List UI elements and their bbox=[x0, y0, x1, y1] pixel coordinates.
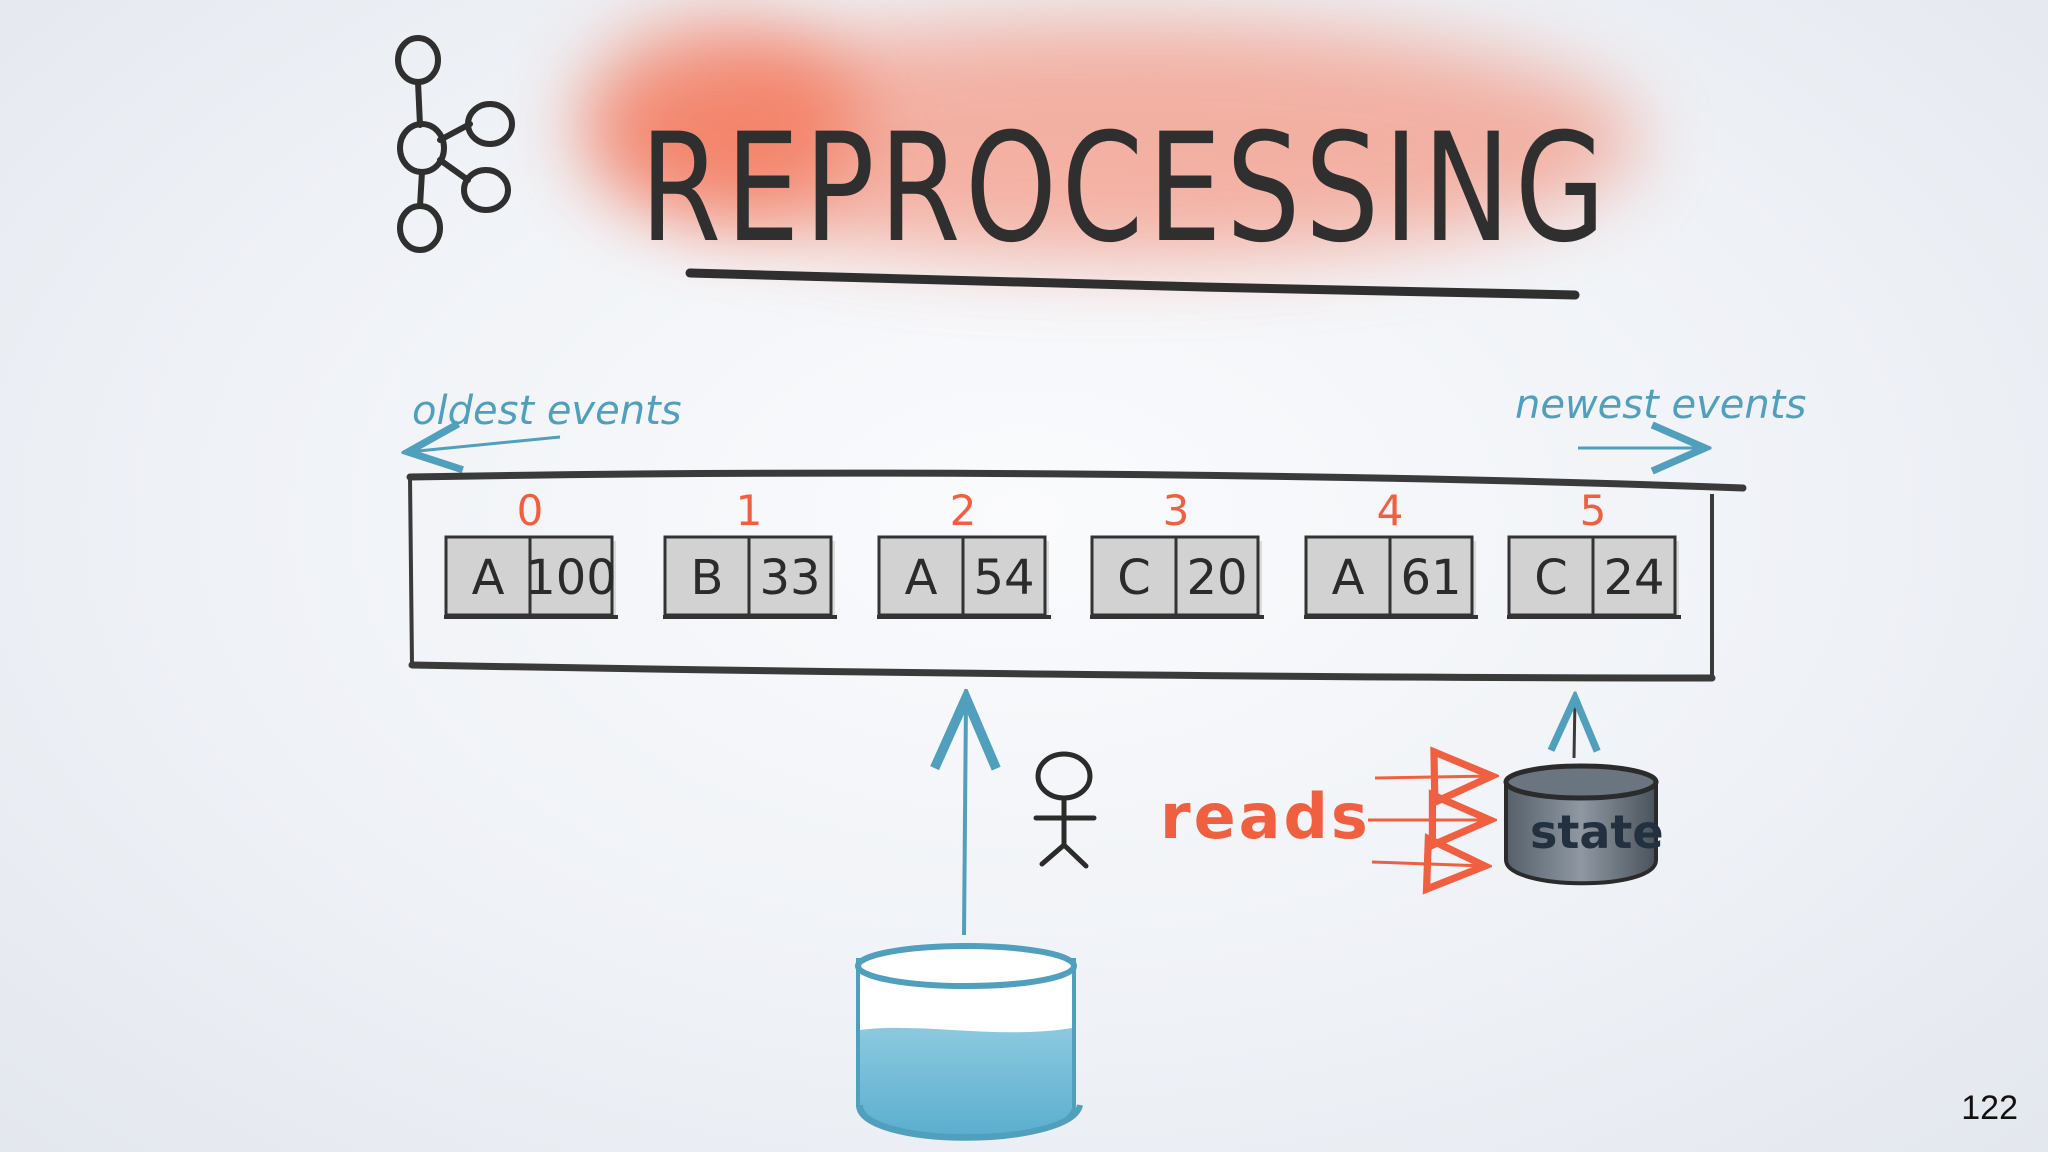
event-key: A bbox=[1332, 550, 1365, 606]
oldest-arrow bbox=[408, 437, 561, 452]
event-value: 54 bbox=[973, 550, 1034, 606]
page-number: 122 bbox=[1961, 1089, 2018, 1127]
event-value: 20 bbox=[1186, 550, 1247, 606]
event-offset: 2 bbox=[950, 486, 977, 535]
topic-log bbox=[406, 469, 1747, 682]
event-cell: 5C 24 bbox=[1507, 486, 1681, 619]
event-cell: 0A 100 bbox=[444, 486, 618, 619]
event-value: 61 bbox=[1400, 550, 1461, 606]
event-value: 24 bbox=[1603, 550, 1664, 606]
page-title: REPROCESSING bbox=[640, 102, 1610, 276]
reprocess-arrow bbox=[964, 698, 966, 936]
event-key: A bbox=[472, 550, 505, 606]
state-store-icon bbox=[1503, 763, 1659, 886]
event-cell: 2A 54 bbox=[877, 486, 1051, 619]
event-value: 100 bbox=[525, 550, 617, 606]
title-glow bbox=[580, 20, 1640, 260]
reads-label: reads bbox=[1160, 780, 1371, 853]
event-cell: 3C 20 bbox=[1090, 486, 1264, 619]
event-key: A bbox=[905, 550, 938, 606]
reads-arrows bbox=[1368, 776, 1492, 866]
kafka-logo-icon bbox=[395, 35, 515, 253]
state-arrow bbox=[1574, 698, 1575, 759]
event-cell: 1B 33 bbox=[663, 486, 837, 619]
event-offset: 4 bbox=[1377, 486, 1404, 535]
event-offset: 0 bbox=[517, 486, 544, 535]
newest-events-label: newest events bbox=[1515, 382, 1806, 428]
event-key: C bbox=[1117, 550, 1151, 606]
stick-figure-icon bbox=[1033, 751, 1097, 869]
event-value: 33 bbox=[759, 550, 820, 606]
event-offset: 5 bbox=[1580, 486, 1607, 535]
event-key: C bbox=[1534, 550, 1568, 606]
oldest-events-label: oldest events bbox=[412, 388, 682, 434]
database-cylinder-icon bbox=[855, 943, 1083, 1141]
state-label: state bbox=[1530, 805, 1664, 859]
title-underline bbox=[685, 268, 1580, 300]
event-offset: 1 bbox=[736, 486, 763, 535]
event-offset: 3 bbox=[1163, 486, 1190, 535]
event-key: B bbox=[691, 550, 724, 606]
event-cell: 4A 61 bbox=[1304, 486, 1478, 619]
